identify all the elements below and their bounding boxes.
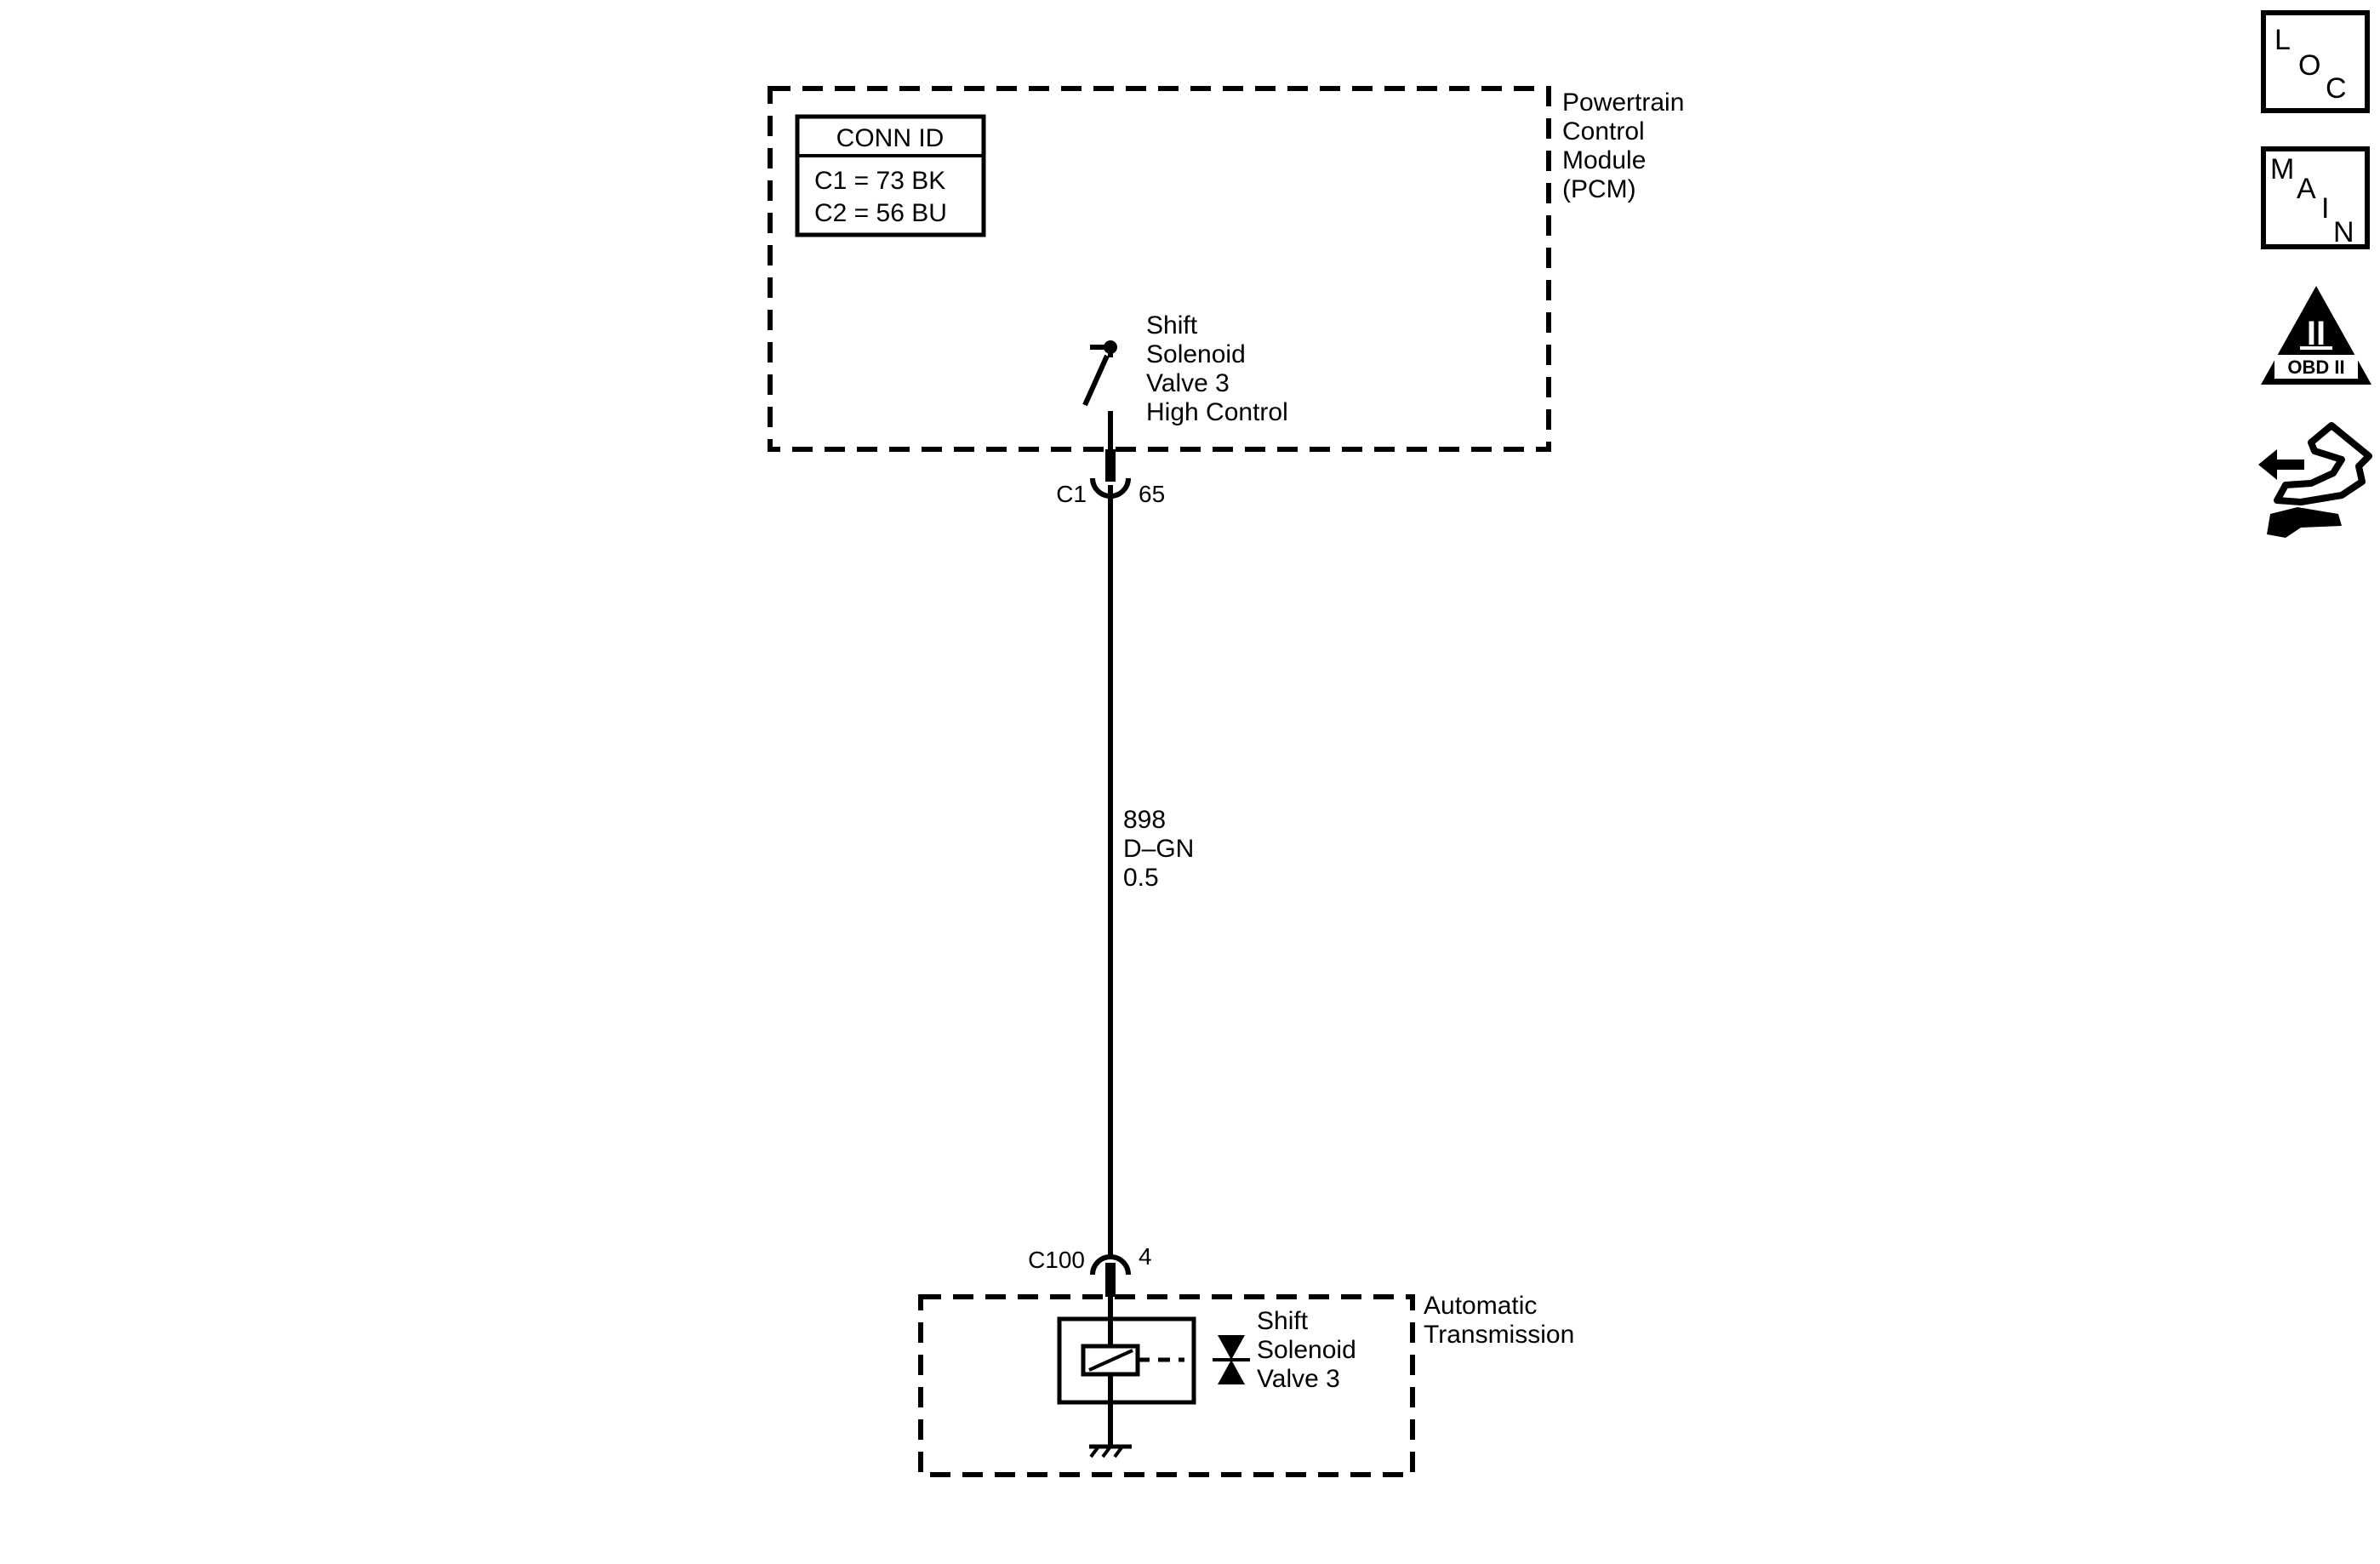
svg-text:M: M <box>2270 153 2294 186</box>
connector-c1-pin: 65 <box>1139 481 1165 507</box>
conn-id-title: CONN ID <box>836 124 945 152</box>
switch-blade <box>1082 354 1110 407</box>
solenoid-coil-slash <box>1088 1349 1133 1372</box>
loc-button[interactable]: L O C <box>2261 10 2370 113</box>
conn-id-row: C2 = 56 BU <box>814 199 947 227</box>
connector-end-view-button[interactable] <box>2258 422 2372 538</box>
switch-symbol <box>1082 340 1117 449</box>
transmission-dashed-outline <box>918 1294 1415 1477</box>
pcm-label: Powertrain Control Module (PCM) <box>1562 88 1692 203</box>
wire-circuit: 898 <box>1123 806 1166 834</box>
svg-text:II: II <box>2307 315 2326 352</box>
valve-triangle-bottom <box>1218 1360 1245 1384</box>
wire-gauge: 0.5 <box>1123 864 1159 892</box>
svg-text:C: C <box>2326 72 2347 105</box>
pcm-component: Powertrain Control Module (PCM) CONN ID … <box>768 86 1692 452</box>
conn-id-row: C1 = 73 BK <box>814 167 945 195</box>
connector-c100: C100 4 <box>1028 1243 1152 1297</box>
svg-text:N: N <box>2333 216 2354 248</box>
connector-c1-name: C1 <box>1056 481 1087 507</box>
valve-triangle-top <box>1218 1335 1245 1360</box>
wire-label: 898 D–GN 0.5 <box>1123 806 1201 892</box>
solenoid-label: Shift Solenoid Valve 3 <box>1257 1307 1363 1393</box>
svg-text:A: A <box>2297 173 2316 205</box>
connector-c100-pin: 4 <box>1139 1243 1152 1270</box>
transmission-component: Automatic Transmission Shift Solenoid <box>918 1292 1574 1477</box>
loc-icon <box>2261 10 2370 113</box>
connector-c1: C1 65 <box>1056 449 1165 507</box>
switch-label: Shift Solenoid Valve 3 High Control <box>1146 311 1288 426</box>
connector-c100-name: C100 <box>1028 1247 1085 1273</box>
solenoid-frame <box>1057 1316 1196 1405</box>
transmission-label: Automatic Transmission <box>1424 1292 1574 1349</box>
connector-c100-symbol <box>1090 1254 1131 1276</box>
connector-end-view-icon <box>2258 422 2372 538</box>
ground-icon <box>1089 1444 1132 1458</box>
conn-id-table: CONN ID C1 = 73 BK C2 = 56 BU <box>795 114 986 237</box>
svg-text:OBD II: OBD II <box>2287 357 2344 378</box>
wire-color: D–GN <box>1123 835 1194 863</box>
obd-ii-button[interactable]: II OBD II <box>2261 286 2371 385</box>
main-icon <box>2261 146 2370 249</box>
solenoid-symbol <box>1057 1297 1250 1447</box>
svg-text:L: L <box>2274 24 2291 56</box>
svg-text:I: I <box>2321 192 2329 225</box>
conn-id-frame <box>795 114 986 237</box>
svg-text:O: O <box>2298 49 2320 82</box>
pcm-dashed-outline <box>768 86 1551 452</box>
main-button[interactable]: M A I N <box>2261 146 2370 249</box>
